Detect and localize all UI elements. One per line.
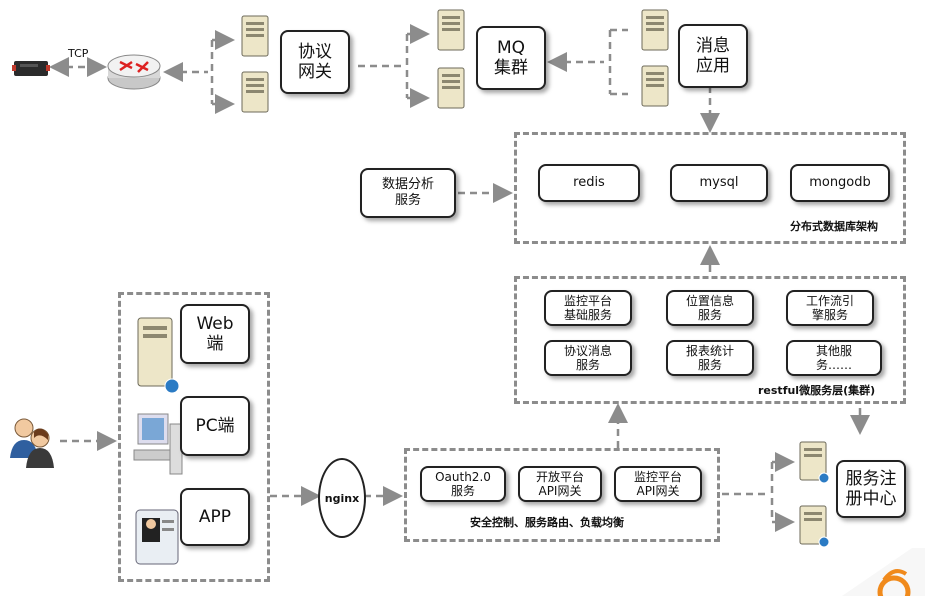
gateway-layer-caption: 安全控制、服务路由、负载均衡 <box>470 516 624 529</box>
gateway-oauth: Oauth2.0 服务 <box>420 466 506 502</box>
db-redis: redis <box>538 164 640 202</box>
client-app: APP <box>180 488 250 546</box>
gateway-layer <box>404 448 720 542</box>
device-icon <box>12 56 50 78</box>
microservice-layer-caption: restful微服务层(集群) <box>758 384 876 397</box>
database-group-caption: 分布式数据库架构 <box>790 220 878 233</box>
nginx-node: nginx <box>318 458 366 538</box>
client-web: Web 端 <box>180 304 250 364</box>
data-analysis-service: 数据分析 服务 <box>360 168 456 218</box>
service-other: 其他服 务…… <box>786 340 882 376</box>
gateway-open-platform-api: 开放平台 API网关 <box>518 466 602 502</box>
server-icon <box>636 64 674 108</box>
microservice-layer <box>514 276 906 404</box>
router-icon <box>106 44 162 92</box>
service-report: 报表统计 服务 <box>666 340 754 376</box>
gateway-monitor-api: 监控平台 API网关 <box>614 466 702 502</box>
mq-cluster: MQ 集群 <box>476 26 546 90</box>
users-icon <box>6 414 58 470</box>
service-location: 位置信息 服务 <box>666 290 754 326</box>
database-group <box>514 132 906 244</box>
db-mysql: mysql <box>670 164 768 202</box>
tcp-label: TCP <box>68 47 89 60</box>
server-icon <box>236 14 274 58</box>
client-group <box>118 292 270 582</box>
id-card-icon <box>134 500 180 568</box>
logo-icon <box>842 548 925 596</box>
server-icon <box>794 440 832 484</box>
client-pc: PC端 <box>180 396 250 456</box>
server-icon <box>794 504 832 548</box>
service-workflow: 工作流引 擎服务 <box>786 290 874 326</box>
db-mongodb: mongodb <box>790 164 890 202</box>
server-icon <box>134 316 182 396</box>
protocol-gateway: 协议 网关 <box>280 30 350 94</box>
server-icon <box>432 8 470 52</box>
server-icon <box>432 66 470 110</box>
pc-icon <box>132 410 186 480</box>
server-icon <box>236 70 274 114</box>
service-protocol-message: 协议消息 服务 <box>544 340 632 376</box>
service-monitor-base: 监控平台 基础服务 <box>544 290 632 326</box>
service-registry: 服务注 册中心 <box>836 460 906 518</box>
server-icon <box>636 8 674 52</box>
message-application: 消息 应用 <box>678 24 748 88</box>
